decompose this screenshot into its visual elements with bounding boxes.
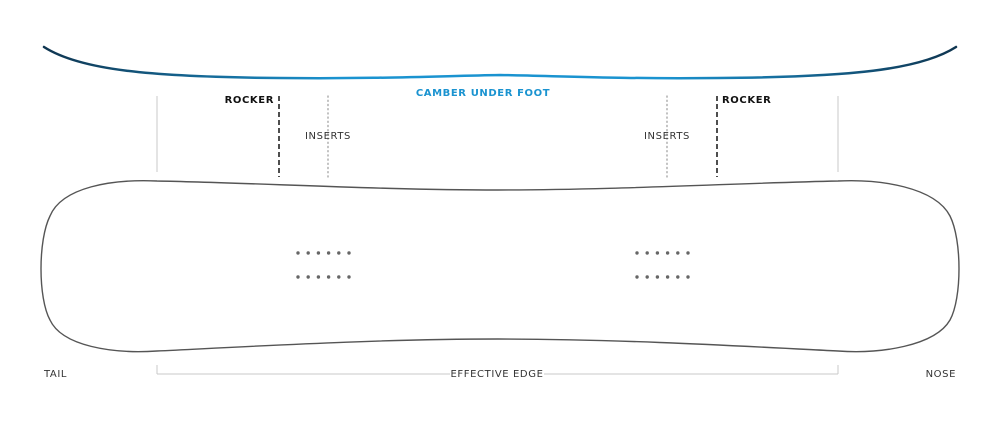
insert-hole [686,251,690,255]
insert-hole [296,275,300,279]
insert-hole [655,251,660,255]
rocker-label-right: ROCKER [722,95,771,106]
insert-hole [645,275,649,279]
insert-hole [306,275,310,279]
nose-label: NOSE [926,369,956,380]
insert-hole [347,275,351,279]
tail-label: TAIL [43,369,67,380]
insert-hole [337,275,341,279]
insert-hole [337,251,341,255]
insert-hole [665,275,670,279]
insert-hole [686,275,690,279]
camber-under-foot-label: CAMBER UNDER FOOT [416,88,550,99]
insert-hole [316,275,321,279]
insert-hole [665,251,670,255]
inserts-label-left: INSERTS [305,131,351,142]
inserts-pattern-left [296,251,351,279]
insert-hole [655,275,660,279]
insert-hole [316,251,321,255]
insert-hole [296,251,300,255]
effective-edge-label: EFFECTIVE EDGE [450,369,543,380]
insert-hole [306,251,310,255]
insert-hole [326,275,331,279]
board-side-profile-line [42,45,958,80]
insert-hole [326,251,331,255]
board-outline [40,180,960,353]
insert-hole [676,275,680,279]
inserts-label-right: INSERTS [644,131,690,142]
insert-hole [676,251,680,255]
insert-hole [347,251,351,255]
insert-hole [635,251,639,255]
insert-hole [645,251,649,255]
inserts-pattern-right [635,251,690,279]
rocker-label-left: ROCKER [225,95,274,106]
insert-hole [635,275,639,279]
